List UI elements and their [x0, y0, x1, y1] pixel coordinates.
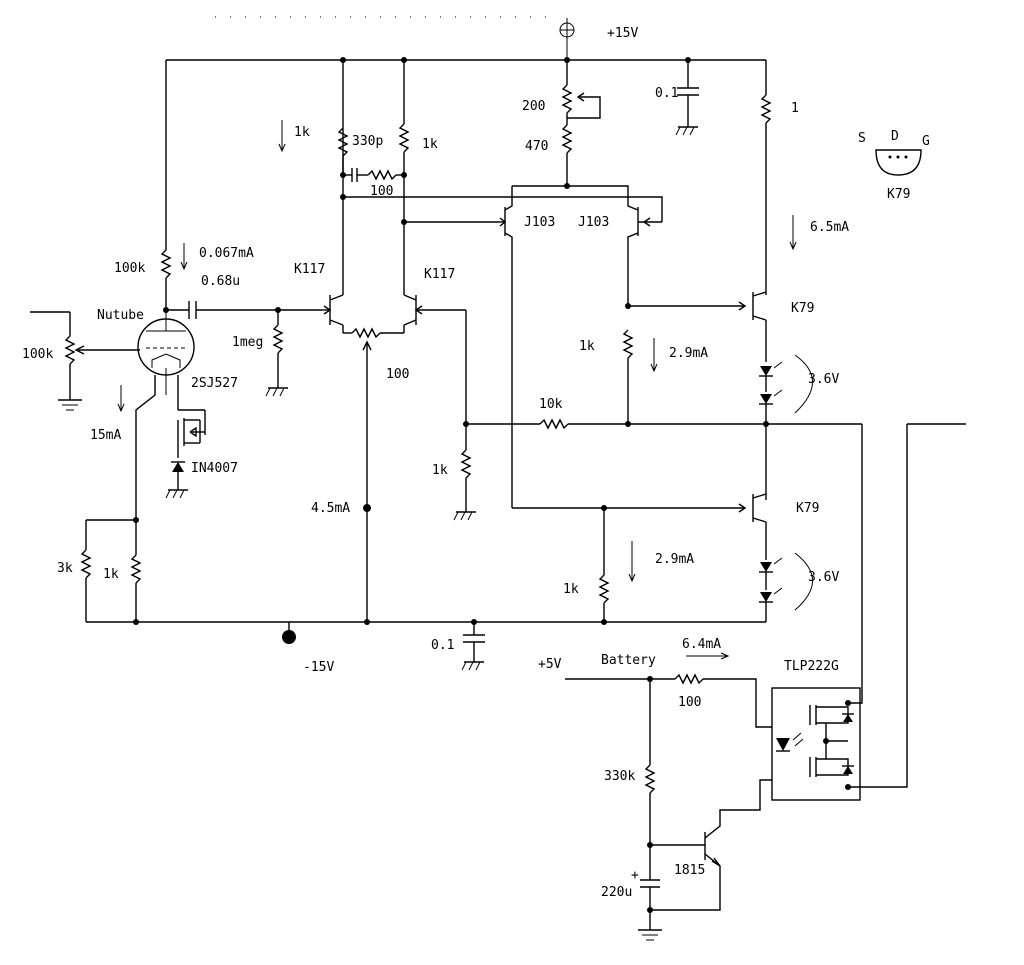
label-64ma: 6.4mA: [682, 637, 721, 652]
current-arrow-15ma: [117, 385, 125, 413]
label-1k-feedback: 1k: [432, 463, 448, 478]
plate-resistor-100k: [160, 60, 172, 313]
label-1k-bottom: 1k: [563, 582, 579, 597]
bottom-bypass-cap: [461, 622, 485, 671]
label-330p: 330p: [352, 134, 383, 149]
label-29ma-top: 2.9mA: [669, 346, 708, 361]
mid-bias-resistors: [453, 329, 862, 622]
label-65ma: 6.5mA: [810, 220, 849, 235]
label-220u: 220u: [601, 885, 632, 900]
k117-differential-pair: [322, 60, 467, 622]
current-arrow-0067: [180, 243, 188, 271]
heater-return-resistors: [80, 375, 156, 622]
label-100-pot: 100: [386, 367, 409, 382]
label-10k: 10k: [539, 397, 563, 412]
nutube-tube-symbol: [137, 310, 195, 395]
label-2sj527: 2SJ527: [191, 376, 238, 391]
relay-label: TLP222G: [784, 659, 839, 674]
negative-rail-label: -15V: [303, 660, 334, 675]
j103-fet-pair: [498, 185, 663, 508]
pin-s-label: S: [858, 131, 866, 146]
label-1-ohm: 1: [791, 101, 799, 116]
trimmer-and-source-resistor: [512, 60, 620, 189]
positive-rail-label: +15V: [607, 26, 638, 41]
label-3k: 3k: [57, 561, 73, 576]
grid-resistor-1meg: [265, 310, 288, 397]
current-label-0067ma: 0.067mA: [199, 246, 254, 261]
label-1k-drain: 1k: [422, 137, 438, 152]
label-01-top: 0.1: [655, 86, 678, 101]
label-1815: 1815: [674, 863, 705, 878]
battery-label: Battery: [601, 653, 656, 668]
drain-resistors: [337, 60, 620, 225]
positive-supply-rail: [166, 18, 766, 63]
current-arrow-29ma-bottom: [628, 541, 636, 583]
output-stage-column: [512, 60, 813, 622]
k79-pinout-label: K79: [887, 187, 910, 202]
label-100-cap: 100: [370, 184, 393, 199]
label-1k-mid: 1k: [579, 339, 595, 354]
k79-pinout-drawing: [875, 149, 922, 176]
label-k117-right: K117: [424, 267, 455, 282]
label-470: 470: [525, 139, 548, 154]
pin-d-label: D: [891, 129, 899, 144]
plus-sign: +: [631, 868, 639, 883]
fet-2sj527: [177, 375, 206, 458]
pot-100k-label: 100k: [22, 347, 53, 362]
label-1k-cathode: 1k: [103, 567, 119, 582]
label-45ma: 4.5mA: [311, 501, 350, 516]
label-01-bottom: 0.1: [431, 638, 454, 653]
label-k79-top: K79: [791, 301, 814, 316]
pin-g-label: G: [922, 134, 930, 149]
input-volume-pot: [30, 311, 140, 411]
label-100-led: 100: [678, 695, 701, 710]
label-j103-left: J103: [524, 215, 555, 230]
label-in4007: IN4007: [191, 461, 238, 476]
coupling-cap-label: 0.68u: [201, 274, 240, 289]
label-29ma-bottom: 2.9mA: [655, 552, 694, 567]
label-1meg: 1meg: [232, 335, 263, 350]
supply-5v-label: +5V: [538, 657, 562, 672]
current-arrow-65ma: [789, 215, 797, 251]
label-k79-bottom: K79: [796, 501, 819, 516]
nutube-label: Nutube: [97, 308, 144, 323]
current-arrow-29ma-top: [650, 338, 658, 373]
label-200: 200: [522, 99, 545, 114]
photorelay-tlp222g: [771, 687, 861, 801]
label-15ma: 15mA: [90, 428, 121, 443]
label-36v-bottom: 3.6V: [808, 570, 839, 585]
label-1k-arrow: 1k: [294, 125, 310, 140]
current-arrow-1k: [278, 120, 286, 153]
label-k117-left: K117: [294, 262, 325, 277]
label-36v-top: 3.6V: [808, 372, 839, 387]
negative-supply-rail: [86, 619, 766, 644]
output-lines: [848, 423, 966, 788]
label-330k: 330k: [604, 769, 635, 784]
coupling-capacitor: [166, 301, 322, 319]
diode-in4007: [165, 461, 188, 499]
label-j103-right: J103: [578, 215, 609, 230]
top-bypass-cap: [675, 60, 699, 136]
relay-drive-circuit: [565, 652, 772, 941]
plate-resistor-label: 100k: [114, 261, 145, 276]
